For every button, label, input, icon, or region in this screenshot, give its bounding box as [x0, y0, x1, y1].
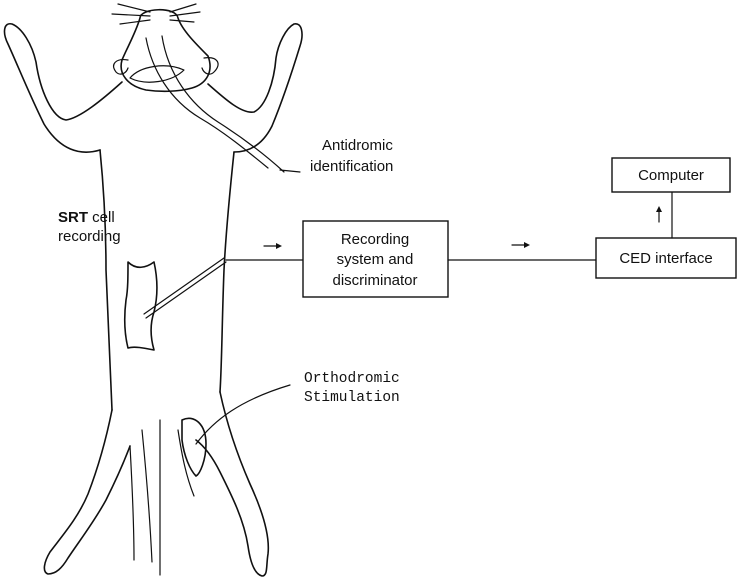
orthodromic-label-line2: Stimulation — [304, 390, 400, 406]
cat-left-hindlimb — [44, 410, 130, 574]
cat-right-inner-leg — [178, 430, 194, 496]
computer-label: Computer — [638, 167, 704, 184]
cat-left-inner-leg — [130, 430, 152, 562]
srt-bold-label: SRT — [58, 209, 88, 226]
arrow3-head — [656, 206, 662, 212]
cat-right-hindlimb — [196, 392, 268, 576]
srt-cell-label: SRT cell — [58, 209, 115, 226]
cell-label: cell — [88, 209, 115, 226]
recording-label: recording — [58, 228, 121, 245]
cat-torso-left — [100, 150, 112, 410]
antidromic-label-line1: Antidromic — [322, 137, 393, 154]
cat-left-forelimb — [5, 24, 122, 152]
whiskers-left — [112, 4, 150, 24]
spinal-incision — [125, 262, 157, 350]
neck-incision — [130, 66, 184, 82]
recording-system-line2: system and — [337, 251, 414, 268]
cat-outline — [5, 4, 302, 576]
cat-torso-right — [220, 152, 234, 392]
antidromic-label-line2: identification — [310, 158, 393, 175]
orthodromic-label-line1: Orthodromic — [304, 371, 400, 387]
arrow1-head — [276, 243, 282, 249]
orthodromic-leader — [196, 385, 290, 444]
recording-system-line3: discriminator — [332, 272, 417, 289]
arrow2-head — [524, 242, 530, 248]
ced-interface-label: CED interface — [619, 250, 712, 267]
recording-system-line1: Recording — [341, 231, 409, 248]
